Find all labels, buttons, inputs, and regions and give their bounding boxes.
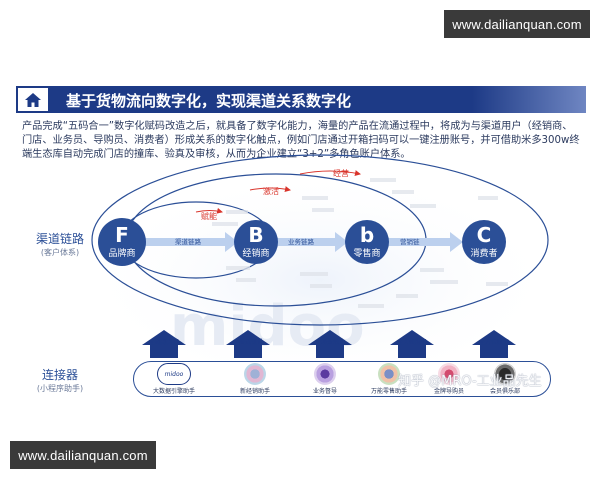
node-consumer-name: 消费者 — [470, 247, 497, 259]
empower-arrow — [195, 207, 223, 214]
connector-item-label-3: 业务督导 — [312, 388, 337, 395]
connector-item-member[interactable]: 会员俱乐部 — [480, 363, 530, 395]
node-brand-name: 品牌商 — [108, 247, 135, 259]
arrow-b-to-b — [273, 232, 348, 252]
node-consumer-letter: C — [477, 223, 492, 247]
node-retailer: b 零售商 — [345, 220, 389, 264]
header-title: 基于货物流向数字化，实现渠道关系数字化 — [66, 92, 352, 110]
connector-label: 连接器 (小程序助手) — [28, 366, 92, 394]
ring-label-activate: 激活 — [263, 186, 279, 196]
watermark-bottom: www.dailianquan.com — [10, 441, 156, 469]
connector-bar — [133, 361, 551, 397]
connector-arrow-label-3: 全场景触达 — [315, 338, 345, 346]
up-arrow-5 — [472, 330, 516, 358]
connector-item-supervisor[interactable]: 业务督导 — [300, 363, 350, 395]
up-arrow-3 — [308, 330, 352, 358]
operate-arrow — [299, 170, 361, 176]
midoo-logo-icon: midoo — [157, 363, 191, 385]
arrow-label-3: 营销链 — [400, 237, 420, 246]
qr-code-icon — [378, 363, 400, 385]
qr-code-icon — [438, 363, 460, 385]
qr-code-icon — [494, 363, 516, 385]
connector-arrow-label-5: 全方位赋能 — [479, 338, 509, 346]
node-distributor: B 经销商 — [234, 220, 278, 264]
connector-arrow-label-1: 全链路连接 — [149, 338, 179, 346]
node-brand-letter: F — [115, 223, 129, 247]
arrow-label-2: 业务链路 — [288, 237, 315, 246]
connector-item-distributor[interactable]: 新经销助手 — [230, 363, 280, 395]
connector-item-midoo[interactable]: midoo 大数据引擎助手 — [144, 363, 204, 395]
node-distributor-letter: B — [248, 223, 263, 247]
qr-code-icon — [244, 363, 266, 385]
home-icon — [16, 86, 50, 113]
connector-arrow-label-2: 全渠道铺设 — [233, 338, 263, 346]
arrow-b-to-c — [388, 232, 463, 252]
watermark-top: www.dailianquan.com — [444, 10, 590, 38]
arrow-label-1: 渠道链路 — [175, 237, 202, 246]
ring-label-operate: 经营 — [333, 168, 349, 178]
up-arrow-2 — [226, 330, 270, 358]
qr-code-icon — [314, 363, 336, 385]
connector-arrows: 全链路连接 全渠道铺设 全场景触达 全天候服务 全方位赋能 — [142, 330, 516, 358]
connector-item-label-6: 会员俱乐部 — [489, 388, 520, 395]
connector-item-label-4: 万能零售助手 — [370, 388, 407, 395]
connector-item-label-2: 新经销助手 — [239, 388, 270, 395]
node-retailer-name: 零售商 — [353, 247, 380, 259]
chain-label-sub: (客户体系) — [40, 248, 80, 257]
zhihu-credit: 知乎 @MRO-工业品先生 — [398, 374, 542, 389]
chain-label-main: 渠道链路 — [35, 232, 84, 246]
ring-operate — [91, 154, 549, 326]
connector-arrow-label-4: 全天候服务 — [397, 338, 427, 346]
activate-arrow — [249, 186, 291, 192]
connector-item-guide[interactable]: 金牌导购员 — [424, 363, 474, 395]
node-consumer: C 消费者 — [462, 220, 506, 264]
intro-paragraph: 产品完成“五码合一”数字化赋码改造之后，就具备了数字化能力，海量的产品在流通过程… — [22, 121, 580, 160]
connector-item-label-5: 金牌导购员 — [433, 388, 464, 395]
node-brand: F 品牌商 — [98, 218, 146, 266]
connector-label-main: 连接器 — [41, 368, 78, 382]
connector-item-label-1: 大数据引擎助手 — [152, 388, 195, 395]
ecosystem-keywords — [212, 178, 508, 308]
up-arrow-1 — [142, 330, 186, 358]
node-distributor-name: 经销商 — [242, 247, 269, 259]
ring-label-empower: 赋能 — [201, 211, 217, 221]
up-arrow-4 — [390, 330, 434, 358]
node-retailer-letter: b — [360, 223, 374, 247]
section-header: 基于货物流向数字化，实现渠道关系数字化 — [16, 86, 586, 113]
connector-label-sub: (小程序助手) — [36, 384, 84, 393]
arrow-f-to-b — [145, 232, 238, 252]
connector-item-retail[interactable]: 万能零售助手 — [364, 363, 414, 395]
chain-label: 渠道链路 (客户体系) — [28, 230, 92, 258]
